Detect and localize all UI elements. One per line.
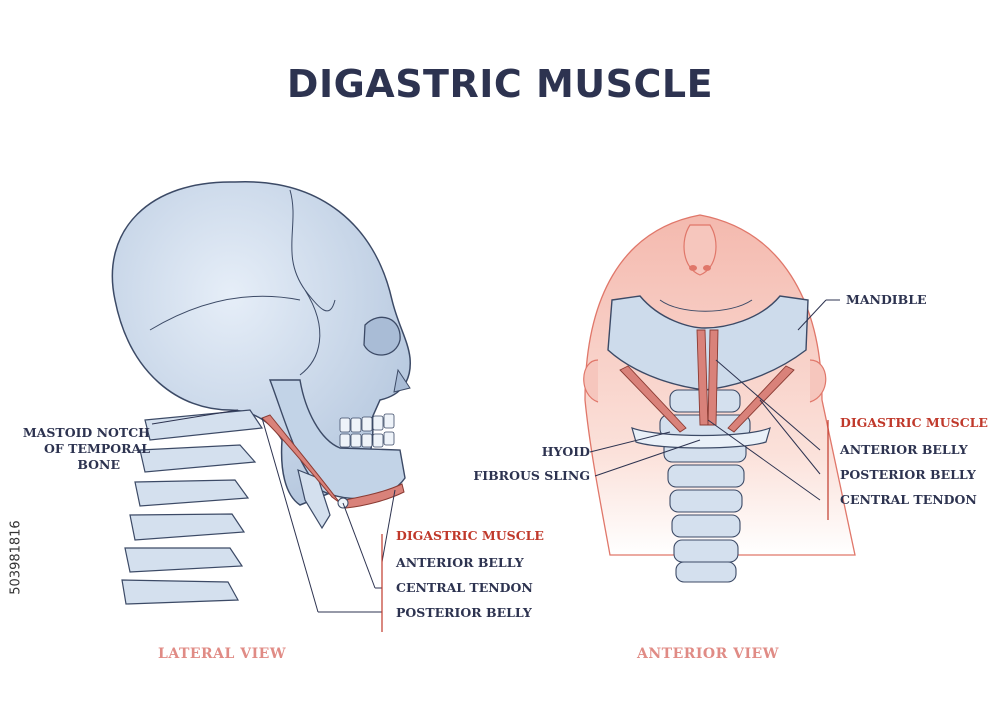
label-mastoid-notch: MASTOID NOTCH OF TEMPORAL BONE (12, 425, 150, 473)
label-anterior-anterior-belly: ANTERIOR BELLY (840, 442, 968, 457)
label-anterior-digastric-muscle: DIGASTRIC MUSCLE (840, 415, 988, 430)
mastoid-line-1: MASTOID NOTCH (22, 425, 150, 440)
lateral-cervical-spine (121, 409, 264, 605)
hyoid-anterior (631, 426, 771, 449)
digastric-anterior-belly-lateral (344, 483, 405, 509)
label-anterior-view: ANTERIOR VIEW (637, 646, 779, 662)
lateral-skull (111, 181, 411, 506)
label-mandible: MANDIBLE (846, 292, 927, 307)
label-lateral-posterior-belly: POSTERIOR BELLY (396, 605, 532, 620)
label-lateral-digastric-muscle: DIGASTRIC MUSCLE (396, 528, 544, 543)
diagram-title: DIGASTRIC MUSCLE (286, 62, 714, 106)
anterior-leader-lines (589, 299, 840, 501)
label-lateral-anterior-belly: ANTERIOR BELLY (396, 555, 524, 570)
label-fibrous-sling: FIBROUS SLING (473, 468, 590, 483)
label-hyoid: HYOID (541, 444, 590, 459)
label-lateral-central-tendon: CENTRAL TENDON (396, 580, 533, 595)
nose (683, 224, 717, 276)
label-lateral-view: LATERAL VIEW (158, 646, 287, 662)
mandible-anterior (607, 295, 809, 391)
label-anterior-central-tendon: CENTRAL TENDON (840, 492, 977, 507)
mastoid-line-2: OF TEMPORAL (44, 441, 150, 456)
stock-id: 503981816 (8, 520, 24, 595)
stock-id-side: 503981816 (6, 470, 26, 650)
mastoid-line-3: BONE (77, 457, 120, 472)
label-anterior-posterior-belly: POSTERIOR BELLY (840, 467, 976, 482)
lateral-leader-lines (151, 409, 396, 613)
